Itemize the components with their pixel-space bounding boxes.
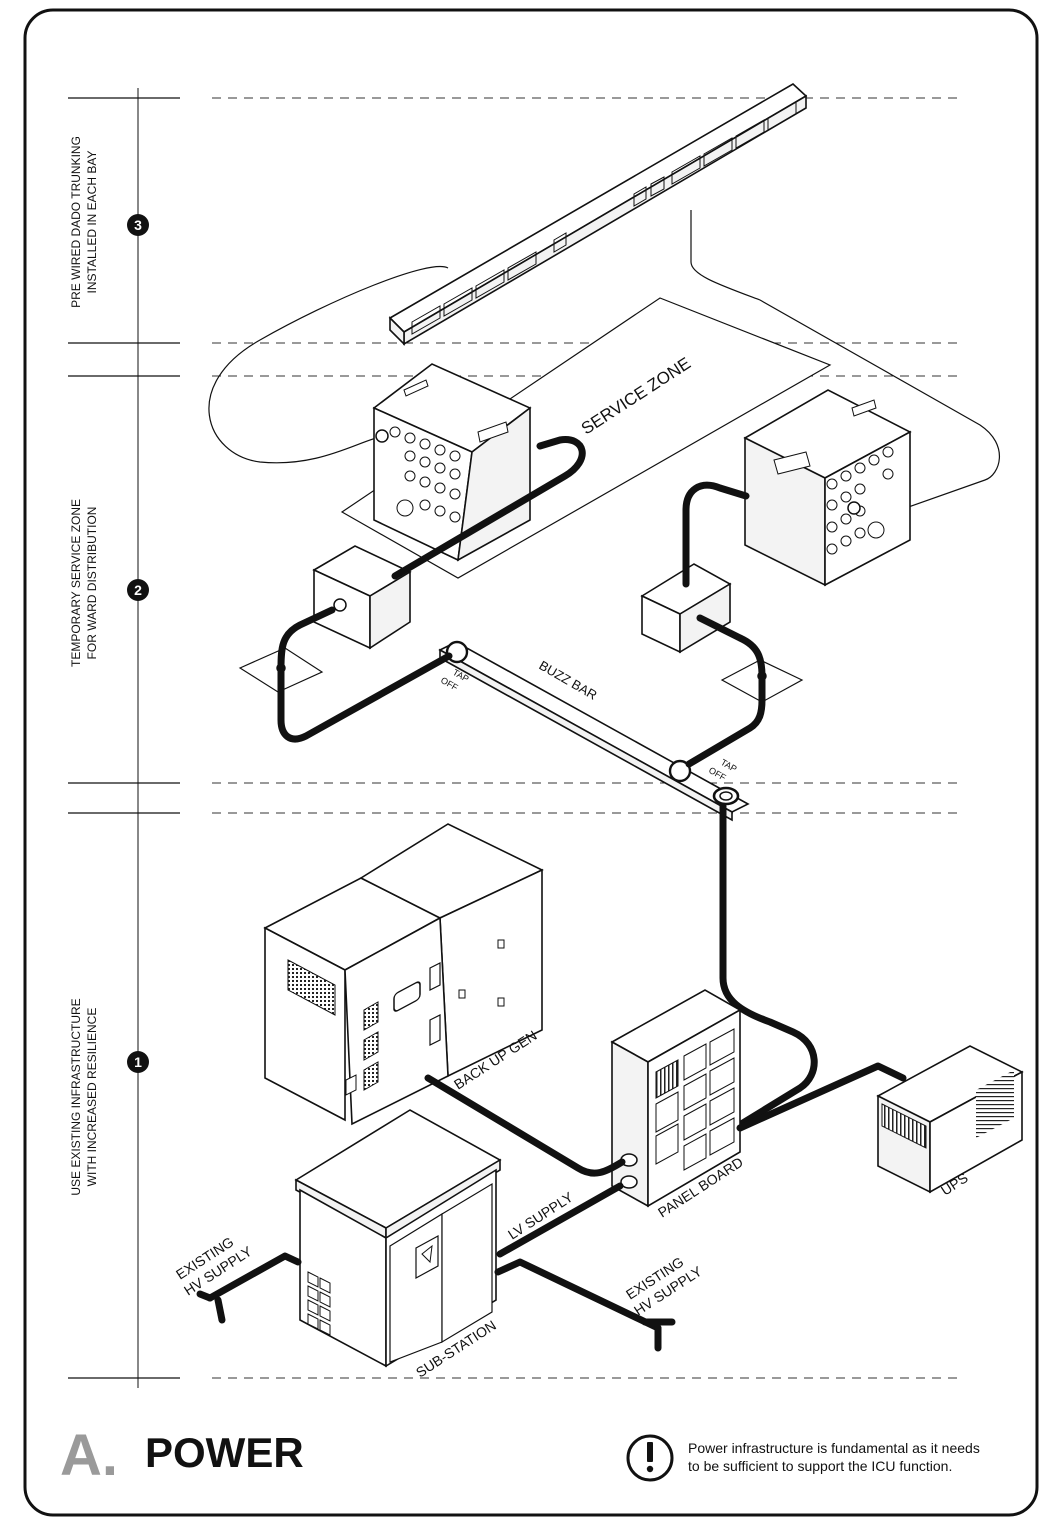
junction-box-left (312, 545, 412, 650)
section-1-number: 1 (134, 1054, 142, 1070)
section-1-cables (196, 1062, 907, 1352)
title-letter: A. (60, 1423, 118, 1488)
section-1-line1: USE EXISTING INFRASTRUCTURE (69, 998, 83, 1195)
section-3-number: 3 (134, 217, 142, 233)
section-guides (68, 88, 960, 1388)
sub-station (294, 1109, 502, 1368)
section-1-badge (127, 1051, 149, 1073)
section-3-line2: INSTALLED IN EACH BAY (85, 151, 99, 294)
ups (876, 1045, 1024, 1194)
panel-board (610, 989, 742, 1208)
trunking-sockets (411, 101, 797, 335)
note-line-1: Power infrastructure is fundamental as i… (688, 1440, 980, 1456)
section-1-line2: WITH INCREASED RESILIENCE (85, 1008, 99, 1187)
section-2-line1: TEMPORARY SERVICE ZONE (69, 499, 83, 667)
section-2-cables (277, 436, 818, 1130)
backup-generator (263, 823, 544, 1126)
section-2: 2 TEMPORARY SERVICE ZONE FOR WARD DISTRI… (69, 499, 149, 667)
buzz-bar (438, 640, 750, 822)
tap-off-connector-bottom (668, 759, 692, 783)
trunking-cable-left (208, 266, 449, 464)
section-3-line1: PRE WIRED DADO TRUNKING (69, 136, 83, 308)
distribution-unit-left (372, 363, 532, 562)
section-3: 3 PRE WIRED DADO TRUNKING INSTALLED IN E… (69, 136, 149, 308)
info-note: Power infrastructure is fundamental as i… (626, 1434, 980, 1482)
dado-trunking (388, 83, 808, 346)
distribution-unit-right (743, 389, 912, 587)
section-3-badge (127, 214, 149, 236)
section-2-badge (127, 579, 149, 601)
page-title: POWER (145, 1429, 304, 1476)
trunking-cable-right (690, 210, 1000, 511)
page-frame (23, 8, 1039, 1517)
section-1: 1 USE EXISTING INFRASTRUCTURE WITH INCRE… (69, 998, 149, 1196)
note-line-2: to be sufficient to support the ICU func… (688, 1458, 952, 1474)
section-2-line2: FOR WARD DISTRIBUTION (85, 507, 99, 660)
section-2-number: 2 (134, 582, 142, 598)
